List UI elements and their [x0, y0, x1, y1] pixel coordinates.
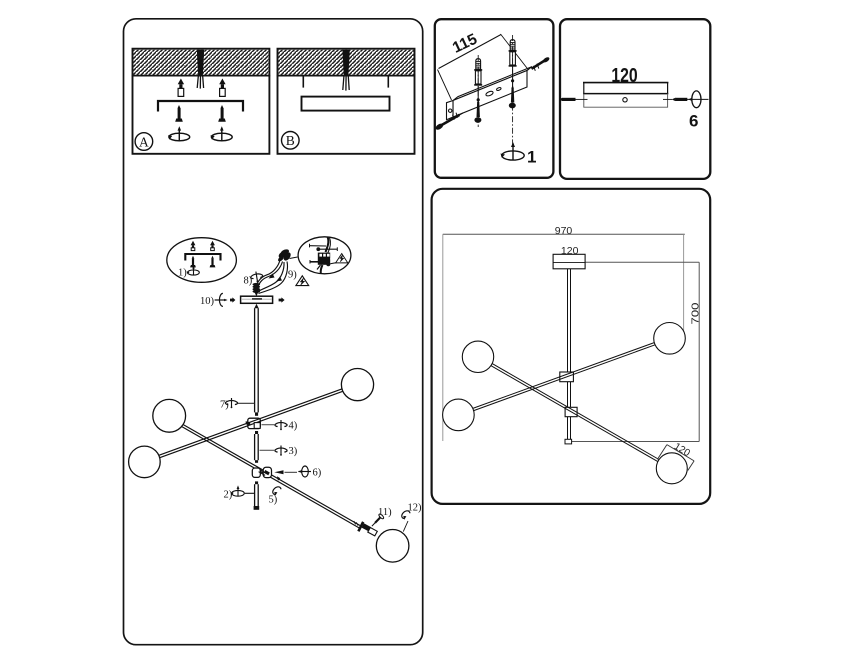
- svg-text:1: 1: [527, 148, 536, 167]
- svg-text:B: B: [286, 133, 295, 148]
- svg-text:11): 11): [378, 507, 392, 518]
- svg-text:2): 2): [224, 490, 233, 501]
- svg-text:9): 9): [288, 270, 297, 281]
- svg-text:5): 5): [269, 495, 278, 506]
- svg-text:6: 6: [689, 112, 698, 131]
- svg-text:12): 12): [408, 503, 423, 514]
- svg-text:8): 8): [244, 276, 253, 287]
- svg-text:6): 6): [313, 468, 322, 479]
- svg-text:4): 4): [289, 421, 298, 432]
- svg-text:3): 3): [289, 446, 298, 457]
- svg-text:700: 700: [690, 302, 702, 324]
- svg-text:970: 970: [555, 225, 573, 237]
- svg-text:7): 7): [220, 400, 229, 411]
- svg-text:1): 1): [178, 268, 187, 279]
- svg-text:120: 120: [611, 63, 637, 87]
- svg-text:10): 10): [200, 296, 215, 307]
- svg-text:A: A: [139, 134, 149, 149]
